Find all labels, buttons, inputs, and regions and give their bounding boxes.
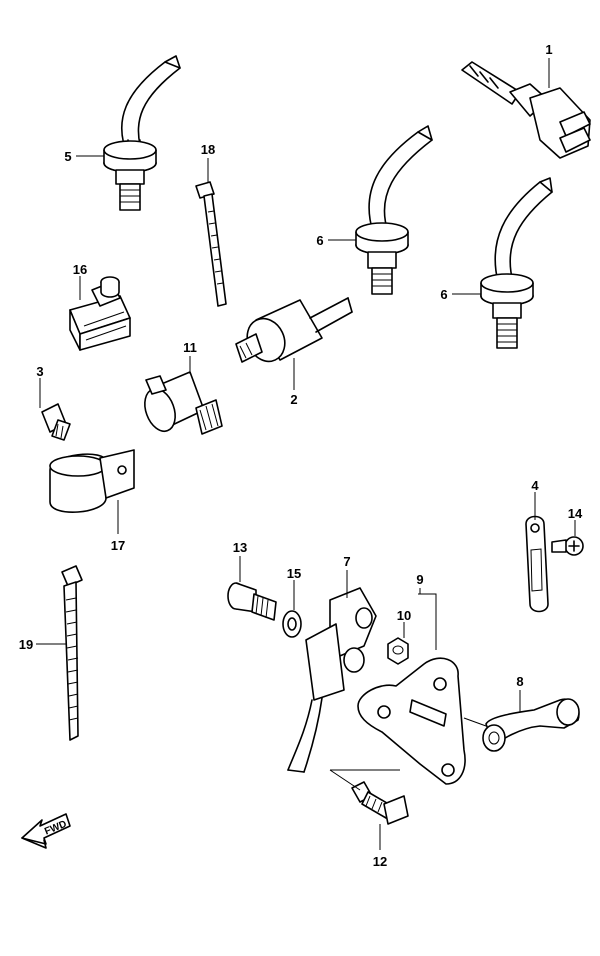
part-13-bolt <box>227 582 277 621</box>
fwd-label: FWD <box>43 819 68 838</box>
callout-14: 14 <box>568 506 583 521</box>
assembly-line-8 <box>463 717 487 727</box>
part-5-sender <box>103 55 181 211</box>
part-19-cable-tie <box>61 565 83 741</box>
assembly-line-9 <box>418 593 437 650</box>
callout-12: 12 <box>373 854 387 869</box>
part-8-lever <box>482 698 580 752</box>
assembly-line-12 <box>329 769 400 791</box>
callout-18: 18 <box>201 142 215 157</box>
callout-7: 7 <box>343 554 350 569</box>
part-2-sensor <box>235 297 353 363</box>
fwd-arrow-icon: FWD <box>21 813 71 849</box>
callout-6-lower: 6 <box>440 287 447 302</box>
part-7-sensor <box>287 587 377 773</box>
callout-3: 3 <box>36 364 43 379</box>
part-17-clamp <box>49 449 135 513</box>
callout-8: 8 <box>516 674 523 689</box>
callout-13: 13 <box>233 540 247 555</box>
callout-2: 2 <box>290 392 297 407</box>
callout-16: 16 <box>73 262 87 277</box>
part-12-bolt <box>351 781 409 825</box>
callout-11: 11 <box>183 340 197 355</box>
part-15-washer <box>282 610 302 638</box>
part-18-cable-tie <box>195 181 227 307</box>
callout-4: 4 <box>531 478 539 493</box>
callout-6-upper: 6 <box>316 233 323 248</box>
part-1-sensor-connector <box>461 61 591 159</box>
callout-15: 15 <box>287 566 301 581</box>
callout-9: 9 <box>416 572 423 587</box>
part-14-screw <box>551 536 584 556</box>
callout-5: 5 <box>64 149 71 164</box>
part-6-sender-b <box>480 177 553 349</box>
part-3-bolt <box>41 403 71 441</box>
part-10-nut <box>387 637 409 665</box>
callout-17: 17 <box>111 538 125 553</box>
callout-19: 19 <box>19 637 33 652</box>
part-11-sensor <box>144 371 223 435</box>
part-9-bracket <box>357 657 466 785</box>
callout-1: 1 <box>545 42 552 57</box>
part-6-sender-a <box>355 125 433 295</box>
part-16-holder <box>69 276 131 351</box>
callout-10: 10 <box>397 608 411 623</box>
part-4-bracket <box>525 515 549 613</box>
